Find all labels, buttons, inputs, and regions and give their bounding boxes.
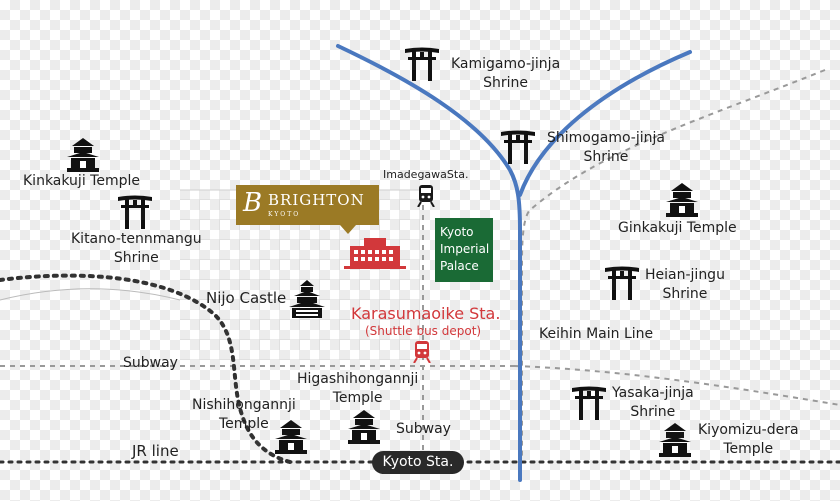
kiyomizu-temple-icon: [659, 423, 691, 457]
kyoto-station-marker[interactable]: Kyoto Sta.: [372, 451, 464, 474]
kiyomizu-label[interactable]: Kiyomizu-dera Temple: [698, 421, 799, 459]
nijo-label[interactable]: Nijo Castle: [206, 289, 287, 307]
kinkakuji-label[interactable]: Kinkakuji Temple: [23, 173, 140, 189]
higashihongannji-label-line2: Temple: [332, 390, 383, 406]
kitano-label-line1: Kitano-tennmangu: [71, 231, 202, 247]
hill-outline: [0, 288, 181, 301]
kamigamo-torii-icon: [405, 47, 439, 81]
heian-label-line2: Shrine: [662, 286, 708, 302]
higashihongannji-label-line1: Higashihongannji: [297, 371, 419, 387]
shimogamo-label-line1: Shimogamo-jinja: [547, 130, 665, 146]
subway-line-east: [514, 365, 840, 406]
nishihongannji-label-line1: Nishihongannji: [192, 397, 296, 413]
jr-line-branch: [0, 273, 292, 464]
kamigamo-label-line2: Shrine: [483, 75, 529, 91]
kitano-label[interactable]: Kitano-tennmangu Shrine: [71, 230, 202, 268]
karasumaoike-train-icon: [413, 341, 431, 363]
shimogamo-label[interactable]: Shimogamo-jinja Shrine: [547, 129, 665, 167]
shimogamo-torii-icon: [501, 130, 535, 164]
nijo-castle-icon: [289, 280, 325, 318]
palace-label-line2: Imperial: [440, 242, 490, 256]
imadegawa-train-icon: [417, 185, 435, 207]
palace-label-line3: Palace: [440, 259, 479, 273]
kamigamo-label[interactable]: Kamigamo-jinja Shrine: [451, 55, 560, 93]
subway-south-label: Subway: [396, 421, 451, 437]
nishihongannji-label-line2: Temple: [218, 416, 269, 432]
higashihongannji-temple-icon: [348, 410, 380, 444]
shimogamo-label-line2: Shrine: [583, 149, 629, 165]
kinkakuji-temple-icon: [67, 138, 99, 172]
hotel-building-icon: [344, 238, 406, 269]
palace-label-line1: Kyoto: [440, 225, 474, 239]
kamigamo-label-line1: Kamigamo-jinja: [451, 56, 561, 72]
ginkakuji-temple-icon: [666, 183, 698, 217]
ginkakuji-label[interactable]: Ginkakuji Temple: [618, 220, 737, 236]
kitano-torii-icon: [118, 195, 152, 229]
karasumaoike-station-label[interactable]: Karasumaoike Sta.: [351, 304, 501, 323]
heian-label-line1: Heian-jingu: [645, 267, 725, 283]
kamo-river-west: [336, 44, 522, 482]
hotel-city: KYOTO: [268, 211, 301, 218]
nishihongannji-temple-icon: [275, 420, 307, 454]
subway-west-label: Subway: [123, 355, 178, 371]
yasaka-label[interactable]: Yasaka-jinja Shrine: [612, 384, 694, 422]
hotel-logo-letter: B: [243, 188, 263, 218]
imadegawa-station-label[interactable]: ImadegawaSta.: [383, 168, 469, 181]
nishihongannji-label[interactable]: Nishihongannji Temple: [192, 396, 296, 434]
higashihongannji-label[interactable]: Higashihongannji Temple: [297, 370, 418, 408]
kiyomizu-label-line2: Temple: [723, 441, 774, 457]
kitano-label-line2: Shrine: [113, 250, 159, 266]
keihin-line-label: Keihin Main Line: [539, 326, 654, 342]
hotel-logo[interactable]: B BRIGHTON KYOTO: [236, 185, 379, 225]
heian-label[interactable]: Heian-jingu Shrine: [645, 266, 725, 304]
heian-torii-icon: [605, 266, 639, 300]
hotel-name: BRIGHTON: [268, 191, 365, 209]
yasaka-label-line1: Yasaka-jinja: [612, 385, 694, 401]
yasaka-label-line2: Shrine: [630, 404, 676, 420]
jr-line-label: JR line: [132, 442, 179, 460]
imperial-palace-marker[interactable]: Kyoto Imperial Palace: [435, 218, 493, 282]
kiyomizu-label-line1: Kiyomizu-dera: [698, 422, 799, 438]
yasaka-torii-icon: [572, 386, 606, 420]
kamo-river-east: [518, 50, 692, 197]
shuttle-bus-note: (Shuttle bus depot): [365, 324, 482, 338]
